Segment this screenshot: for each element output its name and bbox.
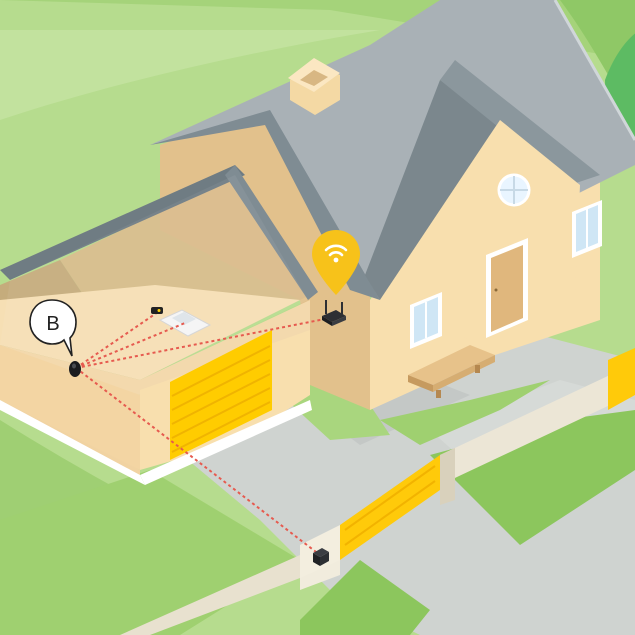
sensor-icon	[151, 307, 163, 314]
round-window	[499, 175, 529, 205]
callout-label: B	[46, 313, 59, 335]
